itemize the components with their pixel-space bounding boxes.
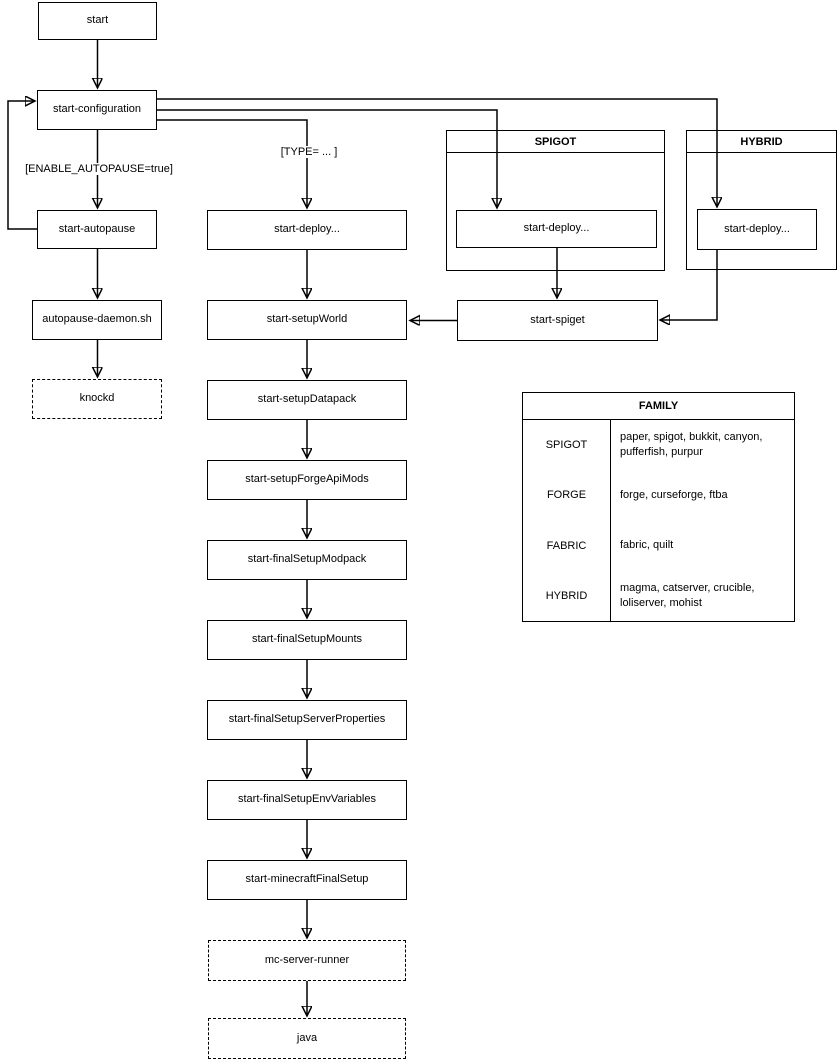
spigot-container-title: SPIGOT [447, 131, 664, 153]
node-spigot-start-deploy: start-deploy... [456, 210, 657, 248]
family-name-cell: SPIGOT [523, 420, 611, 471]
node-start-finalsetupenvvariables: start-finalSetupEnvVariables [207, 780, 407, 820]
node-start-deploy: start-deploy... [207, 210, 407, 250]
node-mc-server-runner: mc-server-runner [208, 940, 406, 981]
node-start-autopause: start-autopause [37, 210, 157, 249]
edge-label-enable-autopause: [ENABLE_AUTOPAUSE=true] [18, 163, 180, 175]
node-start-finalsetupmodpack: start-finalSetupModpack [207, 540, 407, 580]
node-java: java [208, 1018, 406, 1059]
family-row-fabric: FABRIC fabric, quilt [523, 520, 794, 571]
family-types-cell: fabric, quilt [620, 539, 674, 552]
family-row-forge: FORGE forge, curseforge, ftba [523, 470, 794, 521]
family-name-cell: HYBRID [523, 570, 611, 621]
node-start-setupworld: start-setupWorld [207, 300, 407, 340]
node-knockd: knockd [32, 379, 162, 419]
family-table-body: SPIGOT paper, spigot, bukkit, canyon, pu… [523, 420, 794, 621]
node-start-minecraftfinalsetup: start-minecraftFinalSetup [207, 860, 407, 900]
node-start-setupdatapack: start-setupDatapack [207, 380, 407, 420]
node-start-finalsetupmounts: start-finalSetupMounts [207, 620, 407, 660]
family-name-cell: FABRIC [523, 520, 611, 571]
family-types-cell: paper, spigot, bukkit, canyon, pufferfis… [620, 431, 763, 459]
node-hybrid-start-deploy: start-deploy... [697, 209, 817, 250]
node-start-setupforgeapimods: start-setupForgeApiMods [207, 460, 407, 500]
family-types-cell: magma, catserver, crucible, loliserver, … [620, 582, 755, 609]
hybrid-container-title: HYBRID [687, 131, 836, 153]
node-autopause-daemon: autopause-daemon.sh [32, 300, 162, 340]
family-name-cell: FORGE [523, 470, 611, 521]
node-start-spiget: start-spiget [457, 300, 658, 341]
node-start-configuration: start-configuration [37, 90, 157, 130]
family-table: FAMILY SPIGOT paper, spigot, bukkit, can… [522, 392, 795, 622]
edge-label-type-condition: [TYPE= ... ] [275, 146, 343, 158]
node-start-finalsetupserverproperties: start-finalSetupServerProperties [207, 700, 407, 740]
spigot-container: SPIGOT [446, 130, 665, 271]
family-table-title: FAMILY [523, 393, 794, 420]
node-start: start [38, 2, 157, 40]
family-row-hybrid: HYBRID magma, catserver, crucible, lolis… [523, 570, 794, 621]
family-types-cell: forge, curseforge, ftba [620, 488, 728, 501]
family-row-spigot: SPIGOT paper, spigot, bukkit, canyon, pu… [523, 420, 794, 471]
